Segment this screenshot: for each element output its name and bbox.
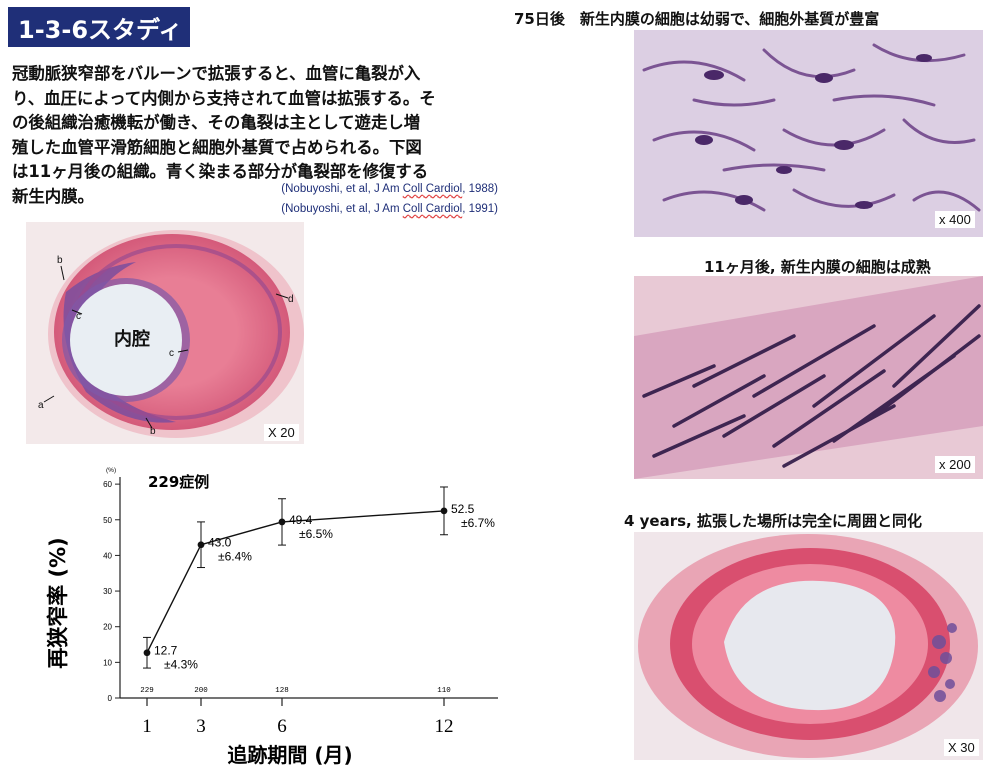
marker-label: c xyxy=(76,311,81,322)
x-tick-label: 6 xyxy=(277,716,287,737)
citation-journal: Coll Cardiol xyxy=(402,183,463,195)
mature-cells-image xyxy=(634,276,983,479)
y-tick-label: 30 xyxy=(103,587,112,596)
citation-year: , 1988) xyxy=(462,183,498,195)
citation-journal: Coll Cardiol xyxy=(402,203,463,215)
data-value-label: 52.5 xyxy=(451,502,475,516)
sample-size-label: 229 xyxy=(140,687,154,695)
x-tick-label: 3 xyxy=(196,716,206,737)
x-tick-label: 12 xyxy=(435,716,454,737)
restenosis-chart: (%) 229症例 再狭窄率 (%) 追跡期間 (月) 0 10 20 30 40 50 6… xyxy=(20,455,510,772)
intro-paragraph: 冠動脈狭窄部をバルーンで拡張すると、血管に亀裂が入 り、血圧によって内側から支持… xyxy=(12,62,510,210)
data-value-label: 49.4 xyxy=(289,513,313,527)
data-error-label: ±4.3% xyxy=(164,658,198,672)
marker-label: b xyxy=(57,255,63,266)
y-axis-label: 再狭窄率 (%) xyxy=(46,537,70,669)
histology-photo-75-days xyxy=(634,30,983,237)
chart-annotation: 229症例 xyxy=(148,473,209,491)
slide-title: 1-3-6スタディ xyxy=(8,7,190,47)
marker-label: b xyxy=(150,426,156,437)
y-tick-label: 40 xyxy=(103,551,112,560)
loose-cells-image xyxy=(634,30,983,237)
histology-photo-4-years xyxy=(634,532,983,760)
sample-size-label: 200 xyxy=(194,687,208,695)
y-tick-label: 50 xyxy=(103,516,112,525)
intro-line: 新生内膜。 xyxy=(12,186,94,206)
data-value-label: 43.0 xyxy=(208,536,232,550)
series-line xyxy=(146,510,445,654)
citation-year: , 1991) xyxy=(462,203,498,215)
data-error-label: ±6.5% xyxy=(299,527,333,541)
marker-label: a xyxy=(38,400,44,411)
y-unit-label: (%) xyxy=(106,467,116,474)
citation-1991: (Nobuyoshi, et al, J Am Coll Cardiol, 19… xyxy=(281,203,498,215)
intro-line: の後組織治癒機転が働き、その亀裂は主として遊走し増 xyxy=(12,113,421,133)
citation-1988: (Nobuyoshi, et al, J Am Coll Cardiol, 19… xyxy=(281,183,498,195)
magnification-label: X 30 xyxy=(944,739,979,756)
sample-size-label: 110 xyxy=(437,687,451,695)
data-point xyxy=(440,507,448,515)
panel-caption-4-years: 4 years, 拡張した場所は完全に周囲と同化 xyxy=(624,512,922,530)
y-tick-label: 10 xyxy=(103,658,112,667)
histology-photo-11-months: 内腔 b c c d a b xyxy=(26,222,304,444)
panel-caption-11-months: 11ヶ月後, 新生内膜の細胞は成熟 xyxy=(704,258,931,276)
data-error-label: ±6.7% xyxy=(461,516,495,530)
citation-text: (Nobuyoshi, et al, J Am xyxy=(281,203,403,215)
citation-text: (Nobuyoshi, et al, J Am xyxy=(281,183,403,195)
magnification-label: x 400 xyxy=(935,211,975,228)
y-tick-label: 60 xyxy=(103,480,112,489)
x-tick-label: 1 xyxy=(142,716,152,737)
healed-artery-image xyxy=(634,532,983,760)
intro-line: り、血圧によって内側から支持されて血管は拡張する。そ xyxy=(12,88,436,108)
y-tick-label: 20 xyxy=(103,623,112,632)
magnification-label: x 200 xyxy=(935,456,975,473)
x-axis-label: 追跡期間 (月) xyxy=(227,743,352,767)
magnification-label: X 20 xyxy=(264,424,299,441)
data-point xyxy=(197,541,205,549)
panel-caption-75-days: 75日後 新生内膜の細胞は幼弱で、細胞外基質が豊富 xyxy=(514,10,880,28)
marker-label: c xyxy=(169,348,174,359)
data-point xyxy=(278,518,286,526)
lumen-label: 内腔 xyxy=(114,328,150,350)
data-error-label: ±6.4% xyxy=(218,550,252,564)
data-value-label: 12.7 xyxy=(154,644,178,658)
restenosis-chart-svg: (%) 229症例 再狭窄率 (%) 追跡期間 (月) 0 10 20 30 40 50 6… xyxy=(46,467,498,767)
sample-size-label: 128 xyxy=(275,687,289,695)
artery-cross-section-image: 内腔 b c c d a b xyxy=(26,222,304,444)
y-tick-label: 0 xyxy=(108,694,113,703)
data-point xyxy=(143,649,151,657)
histology-photo-11-months-closeup xyxy=(634,276,983,479)
intro-line: 殖した血管平滑筋細胞と細胞外基質で占められる。下図 xyxy=(12,137,422,157)
marker-label: d xyxy=(288,294,294,305)
intro-line: は11ヶ月後の組織。青く染まる部分が亀裂部を修復する xyxy=(12,162,429,182)
intro-line: 冠動脈狭窄部をバルーンで拡張すると、血管に亀裂が入 xyxy=(12,64,421,83)
